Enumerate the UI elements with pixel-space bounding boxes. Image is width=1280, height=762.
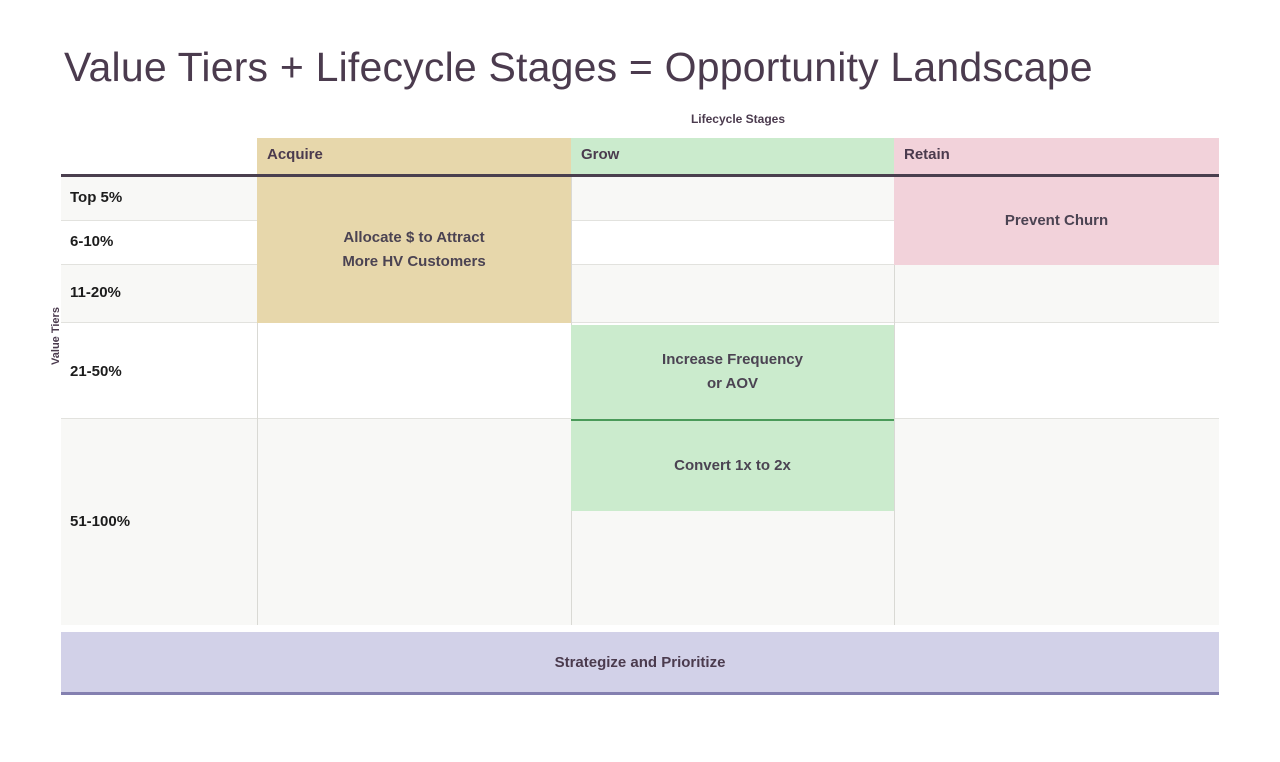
cell-retain-prevent-churn[interactable]: Prevent Churn [894,177,1219,265]
footer-banner[interactable]: Strategize and Prioritize [61,632,1219,695]
column-header-retain[interactable]: Retain [894,138,1219,175]
cell-text: Allocate $ to Attract More HV Customers [342,226,485,274]
column-separator-3 [894,177,895,625]
page-title: Value Tiers + Lifecycle Stages = Opportu… [64,44,1093,90]
cell-grow-convert-1x-2x[interactable]: Convert 1x to 2x [571,421,894,511]
cell-text: Convert 1x to 2x [674,454,791,478]
cell-text: Increase Frequency or AOV [662,348,803,396]
row-label-11-20: 11-20% [70,284,121,301]
header-rule [61,174,1219,177]
cell-text-line1: Prevent Churn [1004,212,1109,229]
cell-text-line1: Allocate $ to Attract [343,229,485,246]
column-header-acquire[interactable]: Acquire [257,138,571,175]
footer-label: Strategize and Prioritize [554,653,726,671]
column-header-label: Acquire [267,146,323,163]
column-header-label: Retain [904,146,950,163]
row-label-top5: Top 5% [70,189,123,206]
grow-divider-line [571,419,894,421]
cell-text-line2: More HV Customers [342,253,486,270]
x-axis-label: Lifecycle Stages [690,112,786,126]
cell-text-line1: Convert 1x to 2x [674,457,791,474]
row-label-6-10: 6-10% [70,233,114,250]
cell-acquire-highvalue[interactable]: Allocate $ to Attract More HV Customers [257,177,571,323]
column-header-grow[interactable]: Grow [571,138,894,175]
column-separator-1 [257,177,258,625]
row-label-21-50: 21-50% [70,363,122,380]
cell-grow-increase-frequency[interactable]: Increase Frequency or AOV [571,325,894,419]
row-label-51-100: 51-100% [70,513,131,530]
cell-text-line1: Increase Frequency [662,351,803,368]
opportunity-matrix: Top 5% 6-10% 11-20% 21-50% 51-100% Alloc… [61,138,1219,625]
column-header-label: Grow [581,146,620,163]
table-row: 11-20% [61,265,1219,323]
cell-text: Prevent Churn [1005,209,1108,233]
cell-text-line2: or AOV [706,375,759,392]
